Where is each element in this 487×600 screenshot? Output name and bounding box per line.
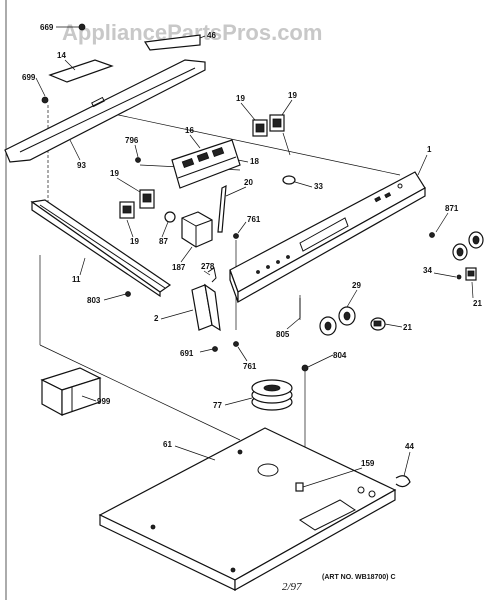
part-34 [456,274,462,280]
callout-44: 44 [405,442,414,451]
callout-87: 87 [159,237,168,246]
callout-16: 16 [185,126,194,135]
callout-761-b: 761 [243,362,257,371]
callout-46: 46 [207,31,216,40]
part-20 [217,184,227,233]
callout-leaders [35,26,474,488]
callout-18: 18 [250,157,259,166]
callout-999: 999 [97,397,111,406]
callout-871: 871 [445,204,459,213]
callout-61: 61 [163,440,172,449]
callout-11: 11 [72,275,81,284]
part-871-screw [429,232,435,238]
callout-278: 278 [201,262,215,271]
part-999-box [40,367,102,417]
callout-19-a: 19 [236,94,245,103]
part-278 [207,267,217,283]
part-761-screw-top [233,233,239,239]
page-number: 2/97 [282,581,302,593]
part-21-knob-right [465,267,477,281]
part-2-bracket [191,283,221,332]
callout-19-c: 19 [110,169,119,178]
part-77-coil [251,379,293,411]
callout-699: 699 [22,73,36,82]
part-19-knobs-right [452,231,484,261]
callout-804: 804 [333,351,347,360]
part-19-switches-left [119,189,155,219]
callout-33: 33 [314,182,323,191]
part-11-rail [30,199,172,298]
callout-803: 803 [87,296,101,305]
part-187-box [181,211,213,248]
callout-691: 691 [180,349,194,358]
part-669-screw [78,23,86,31]
callout-19-b: 19 [288,91,297,100]
callout-labels: 669 46 14 699 93 19 19 796 16 18 1 19 20… [22,23,482,468]
callout-21-a: 21 [473,299,482,308]
part-87 [164,211,176,223]
part-699-screw [41,96,49,104]
callout-2: 2 [154,314,159,323]
part-14 [48,59,114,83]
part-804-screw [301,364,309,372]
callout-805: 805 [276,330,290,339]
callout-159: 159 [361,459,375,468]
part-33 [282,175,296,185]
part-803-screw [125,291,131,297]
part-29-knobs [319,306,356,336]
callout-93: 93 [77,161,86,170]
part-761-screw-bottom [233,341,239,347]
part-1-control-panel [229,171,426,304]
part-159 [295,482,304,492]
part-46 [143,34,201,51]
callout-19-d: 19 [130,237,139,246]
callout-20: 20 [244,178,253,187]
part-691-screw [212,346,218,352]
callout-77: 77 [213,401,222,410]
callout-187: 187 [172,263,186,272]
callout-796: 796 [125,136,139,145]
part-93-bracket [4,59,206,163]
part-796-screw [135,157,141,163]
part-44 [395,475,411,488]
part-21-knob-center [370,317,386,331]
callout-34: 34 [423,266,432,275]
callout-669: 669 [40,23,54,32]
part-61-base-plate [98,427,397,592]
callout-14: 14 [57,51,66,60]
callout-29: 29 [352,281,361,290]
art-number: (ART NO. WB18700) C [322,574,396,581]
callout-1: 1 [427,145,432,154]
callout-761-a: 761 [247,215,261,224]
part-16-control-board [171,139,241,189]
part-19-switches-top [252,114,285,137]
callout-21-b: 21 [403,323,412,332]
